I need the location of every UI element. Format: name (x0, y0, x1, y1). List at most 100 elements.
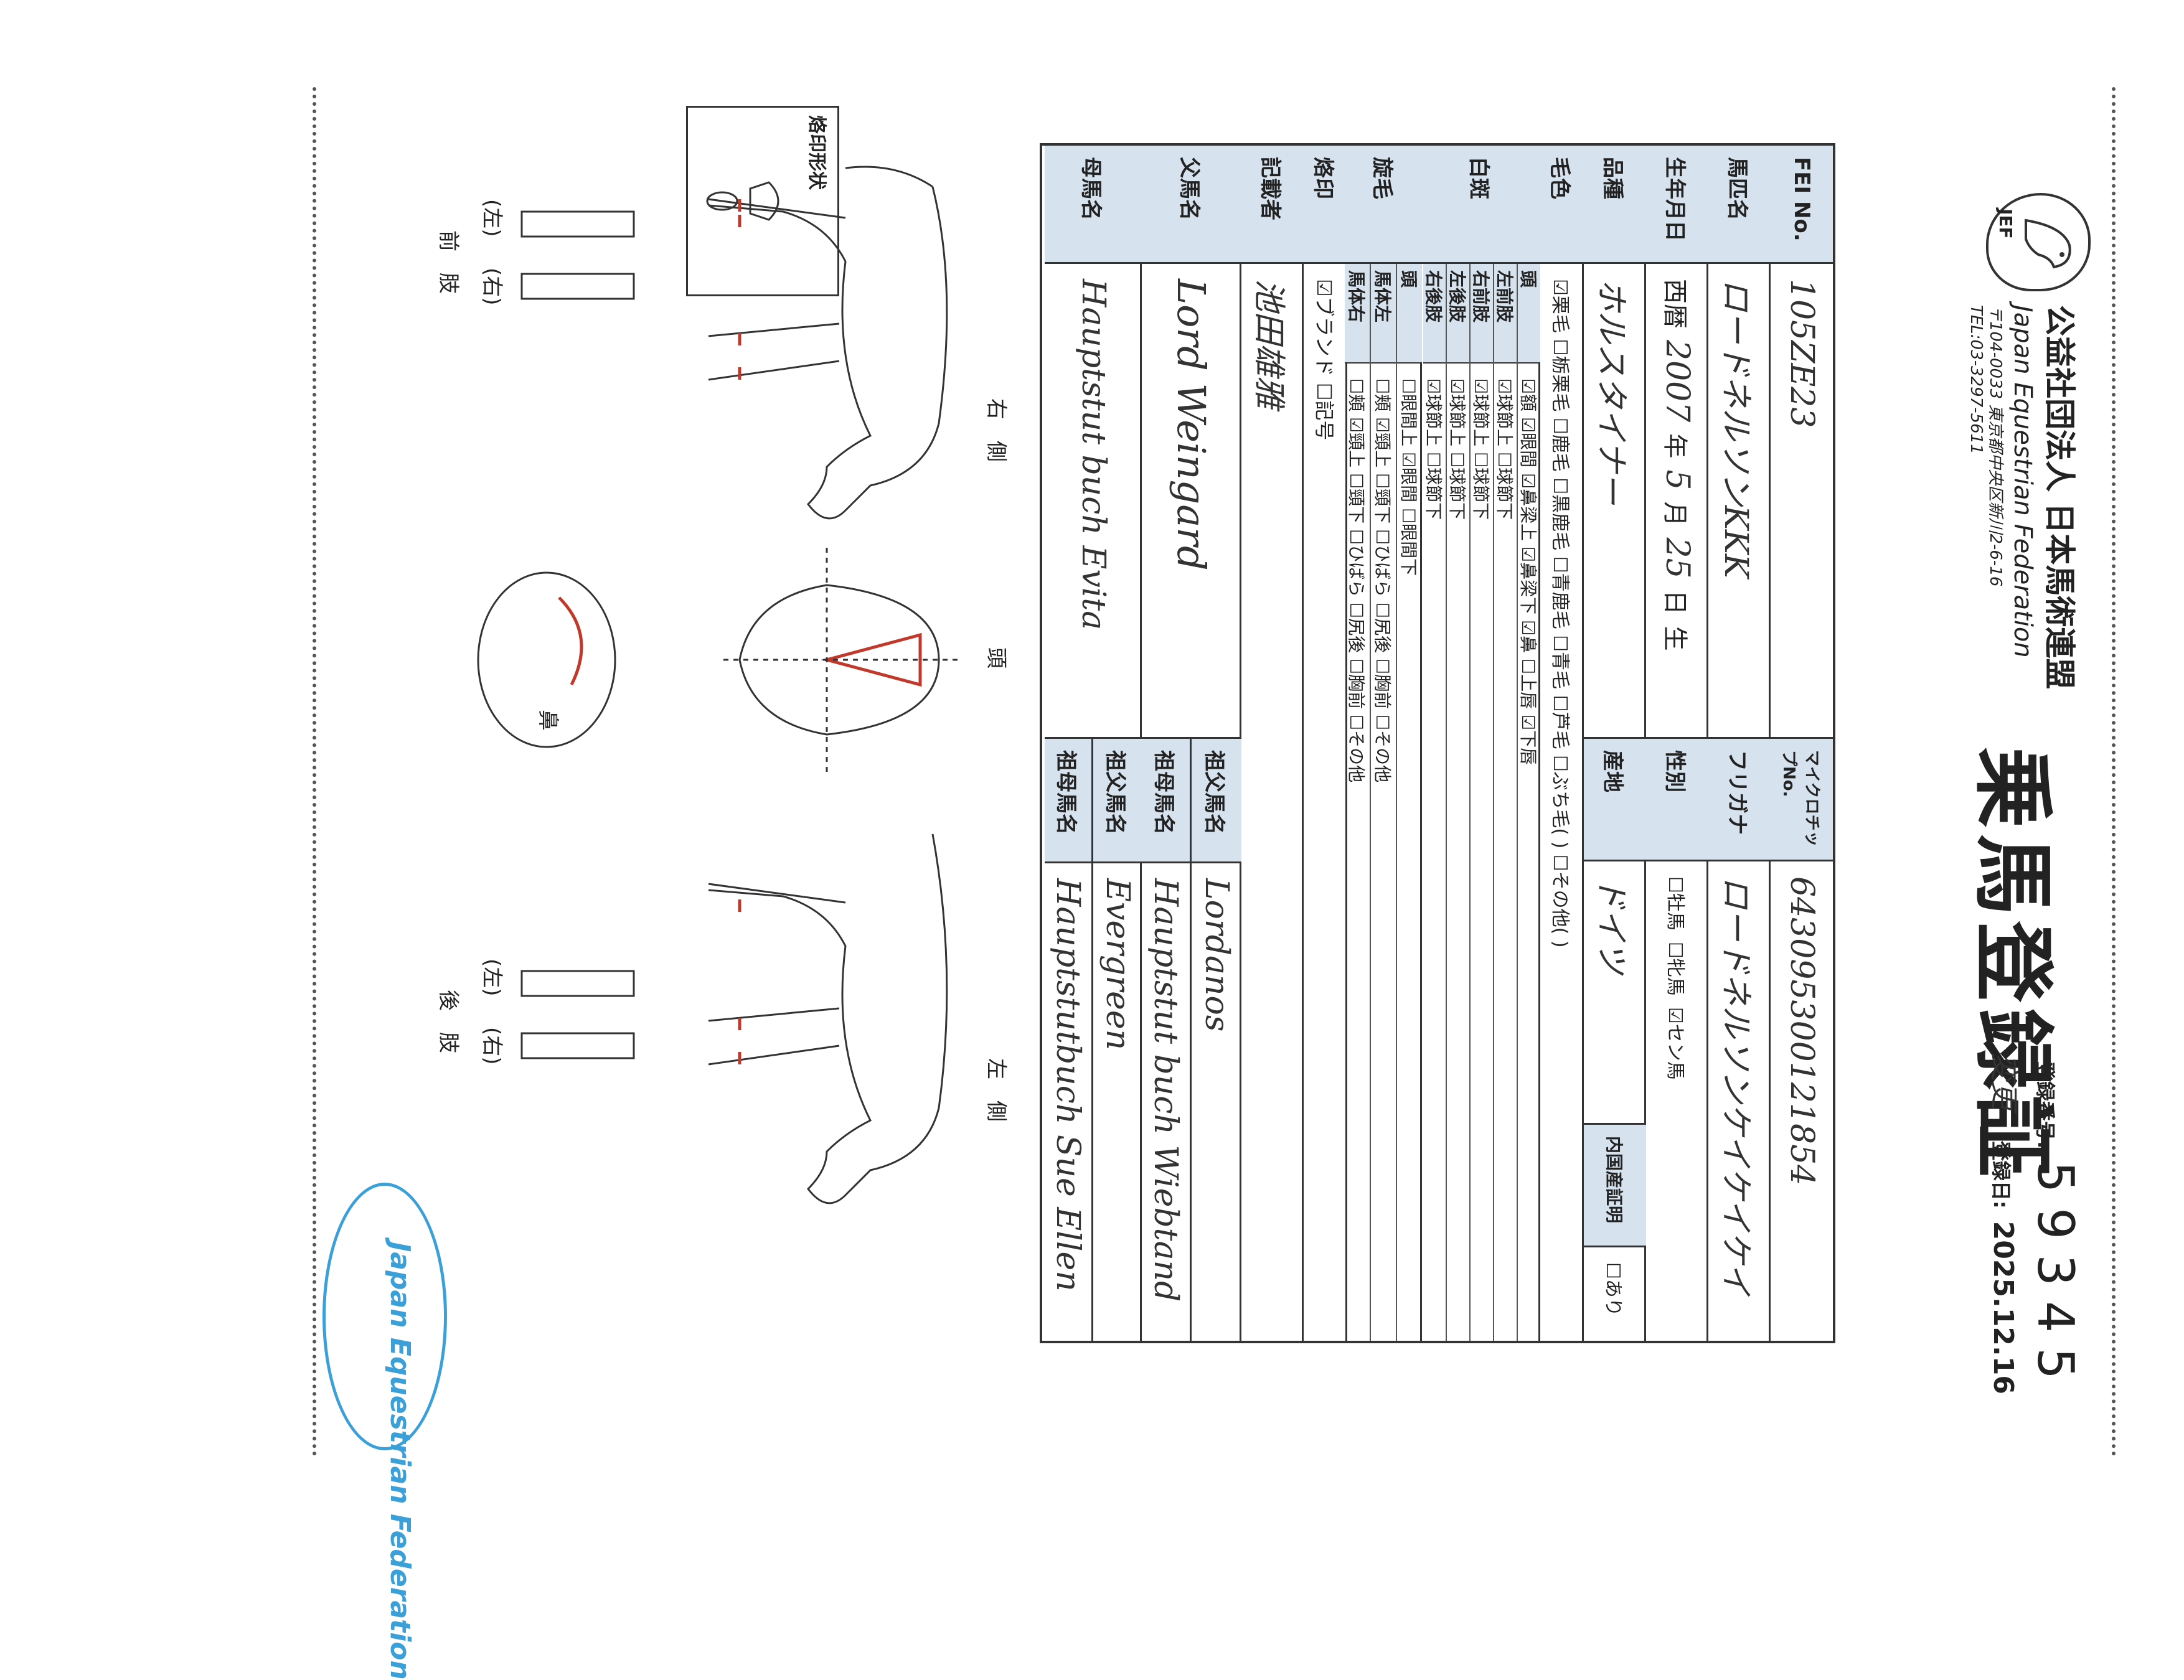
sex-options: ☐牡馬 ☐牝馬 ☑セン馬 (1646, 861, 1708, 1341)
row-brand: 烙印 ☑ブランド ☐記号 (1302, 146, 1347, 1341)
white-row-left-fore: 左前肢 ☑球節上 ☐球節下 (1493, 264, 1517, 1341)
left-side-label: 左 側 (984, 1058, 1009, 1122)
sire-parents: 祖父馬名 Lordanos 祖母馬名 Hauptstut buch Wiebta… (1142, 737, 1241, 1341)
nose-label: 鼻 (535, 710, 560, 731)
microchip-value: 643095300121854 (1783, 876, 1820, 1186)
registration-table: FEI No. 105ZE23 マイクロチップNo. 6430953001218… (1040, 143, 1835, 1343)
row-breed: 品種 ホルスタイナー 産地 ドイツ 内国産証明 ☐あり (1582, 146, 1646, 1341)
certificate: JEF 公益社団法人 日本馬術連盟 Japan Equestrian Feder… (313, 87, 2116, 1680)
dam-parents: 祖父馬名 Evergreen 祖母馬名 Hauptstutbuch Sue El… (1045, 737, 1142, 1341)
forelimb-left-label: (左) (479, 199, 504, 237)
left-side-horse-icon (708, 833, 948, 1204)
birth-era: 西暦 (1660, 279, 1689, 329)
horse-drawings (477, 166, 958, 1204)
breed-label: 品種 (1584, 146, 1646, 264)
grandsire-2-value: Evergreen (1099, 878, 1136, 1051)
sex-option-gelding: ☑セン馬 (1664, 1007, 1686, 1080)
sire-grandsire-row: 祖父馬名 Lordanos (1190, 739, 1241, 1341)
change-mark: 変更 (1987, 1052, 2021, 1110)
white-row-head: 頭 ☑額 ☑眼間 ☑鼻梁上 ☑鼻梁下 ☑鼻 ☐上唇 ☑下唇 (1517, 264, 1540, 1341)
whorl-label: 旋毛 (1347, 146, 1422, 264)
breed-value: ホルスタイナー (1593, 279, 1631, 505)
white-row-right-fore: 右前肢 ☑球節上 ☐球節下 (1469, 264, 1493, 1341)
whorl-rows: 頭 ☐眼間上 ☑眼間 ☐眼間下 馬体左 ☐頬 ☑頸上 ☐頸下 ☐ひばら ☐尻後 … (1345, 264, 1422, 1341)
birth-year: 2007 (1659, 340, 1696, 423)
white-right-hind-label: 右後肢 (1423, 264, 1446, 364)
row-birth: 生年月日 西暦 2007 年 5 月 25 日 生 性別 ☐牡馬 ☐牝馬 ☑セン… (1644, 146, 1708, 1341)
nose-icon (477, 571, 616, 748)
white-left-hind-value: ☑球節上 ☐球節下 (1447, 378, 1467, 520)
hindlimb-label: 後 肢 (436, 990, 461, 1053)
day-unit: 日 (1660, 589, 1689, 615)
registration-area: 登録番号: 59345 変更 登録日: 2025.12.16 (1985, 1046, 2084, 1394)
row-fei: FEI No. 105ZE23 マイクロチップNo. 6430953001218… (1769, 146, 1833, 1341)
granddam-2-label: 祖母馬名 (1045, 739, 1091, 863)
dam-value: Hauptstut buch Evita (1075, 279, 1112, 631)
recorder-value: 池田雄雅 (1250, 279, 1288, 409)
recorder-label: 記載者 (1241, 146, 1304, 264)
brand-mark-box-label: 烙印形状 (806, 115, 827, 190)
dam-grandsire-row: 祖父馬名 Evergreen (1091, 739, 1142, 1341)
birth-label: 生年月日 (1646, 146, 1708, 264)
white-left-hind-label: 左後肢 (1447, 264, 1469, 364)
domestic-label: 内国産証明 (1584, 1123, 1646, 1247)
registration-number-row: 登録番号: 59345 (2026, 1046, 2084, 1394)
name-value: ロードネルソンKKK (1717, 279, 1755, 578)
hindlimb-right-label: (右) (479, 1027, 504, 1065)
whorl-body-right-value: ☐頬 ☑頸上 ☐頸下 ☐ひばら ☐尻後 ☐胸前 ☐その他 (1346, 378, 1367, 783)
whorl-row-body-right: 馬体右 ☐頬 ☑頸上 ☐頸下 ☐ひばら ☐尻後 ☐胸前 ☐その他 (1345, 264, 1370, 1341)
granddam-1-value: Hauptstut buch Wiebtand (1147, 878, 1185, 1302)
forelimb-label: 前 肢 (436, 230, 461, 294)
sire-label: 父馬名 (1142, 146, 1241, 264)
sire-value: Lord Weingard (1169, 279, 1215, 571)
registration-date-label: 登録日: (1989, 1140, 2013, 1209)
registration-date: 2025.12.16 (1987, 1221, 2019, 1394)
row-dam: 母馬名 Hauptstut buch Evita 祖父馬名 Evergreen … (1045, 146, 1142, 1341)
white-head-label: 頭 (1518, 264, 1540, 364)
registration-number-label: 登録番号: (2033, 1061, 2057, 1149)
fei-label: FEI No. (1771, 146, 1833, 264)
certificate-header: JEF 公益社団法人 日本馬術連盟 Japan Equestrian Feder… (1829, 100, 2091, 1444)
jef-logo-icon (1986, 193, 2091, 291)
birth-value: 西暦 2007 年 5 月 25 日 生 (1646, 264, 1708, 737)
domestic-option: ☐あり (1602, 1262, 1624, 1316)
white-right-hind-value: ☑球節上 ☐球節下 (1423, 378, 1444, 520)
whorl-head-label: 頭 (1397, 264, 1422, 364)
white-rows: 頭 ☑額 ☑眼間 ☑鼻梁上 ☑鼻梁下 ☑鼻 ☐上唇 ☑下唇 左前肢 ☑球節上 ☐… (1422, 264, 1540, 1341)
stamp-text: Japan Equestrian Federation (384, 1242, 416, 1680)
logo-text: JEF (1995, 209, 2016, 239)
perforation-bottom (313, 87, 316, 1457)
coat-label: 毛色 (1540, 146, 1584, 264)
white-right-fore-label: 右前肢 (1471, 264, 1493, 364)
row-sire: 父馬名 Lord Weingard 祖父馬名 Lordanos 祖母馬名 Hau… (1140, 146, 1241, 1341)
sex-option-mare: ☐牝馬 (1664, 941, 1686, 996)
whorl-body-left-label: 馬体左 (1371, 264, 1396, 364)
origin-label: 産地 (1584, 737, 1646, 861)
forelimb-right-label: (右) (479, 268, 504, 306)
white-label: 白斑 (1422, 146, 1540, 264)
furigana-value: ロードネルソンケイケイケイ (1717, 876, 1755, 1295)
white-left-fore-value: ☑球節上 ☐球節下 (1494, 378, 1515, 520)
jef-stamp: Japan Equestrian Federation (322, 1183, 447, 1680)
head-front-icon (721, 548, 958, 772)
origin-value: ドイツ (1593, 876, 1631, 974)
limbs-icon (520, 210, 635, 1059)
coat-options: ☑栗毛 ☐栃栗毛 ☐鹿毛 ☐黒鹿毛 ☐青鹿毛 ☐青毛 ☐芦毛 ☐ぶち毛( ) ☐… (1549, 279, 1571, 948)
grandsire-2-label: 祖父馬名 (1093, 739, 1142, 863)
row-name: 馬匹名 ロードネルソンKKK フリガナ ロードネルソンケイケイケイ (1706, 146, 1771, 1341)
white-row-left-hind: 左後肢 ☑球節上 ☐球節下 (1446, 264, 1469, 1341)
furigana-label: フリガナ (1708, 737, 1771, 861)
month-unit: 月 (1660, 501, 1689, 527)
registration-number: 59345 (2026, 1161, 2084, 1395)
granddam-1-label: 祖母馬名 (1142, 739, 1190, 863)
whorl-row-body-left: 馬体左 ☐頬 ☑頸上 ☐頸下 ☐ひばら ☐尻後 ☐胸前 ☐その他 (1370, 264, 1396, 1341)
row-coat: 毛色 ☑栗毛 ☐栃栗毛 ☐鹿毛 ☐黒鹿毛 ☐青鹿毛 ☐青毛 ☐芦毛 ☐ぶち毛( … (1538, 146, 1584, 1341)
name-label: 馬匹名 (1708, 146, 1771, 264)
dam-label: 母馬名 (1045, 146, 1142, 264)
sex-option-stallion: ☐牡馬 (1664, 876, 1686, 931)
brand-label: 烙印 (1304, 146, 1347, 264)
dam-granddam-row: 祖母馬名 Hauptstutbuch Sue Ellen (1045, 739, 1091, 1341)
birth-day: 25 (1659, 537, 1696, 579)
row-recorder: 記載者 池田雄雅 (1240, 146, 1304, 1341)
brand-options: ☑ブランド ☐記号 (1312, 279, 1336, 441)
